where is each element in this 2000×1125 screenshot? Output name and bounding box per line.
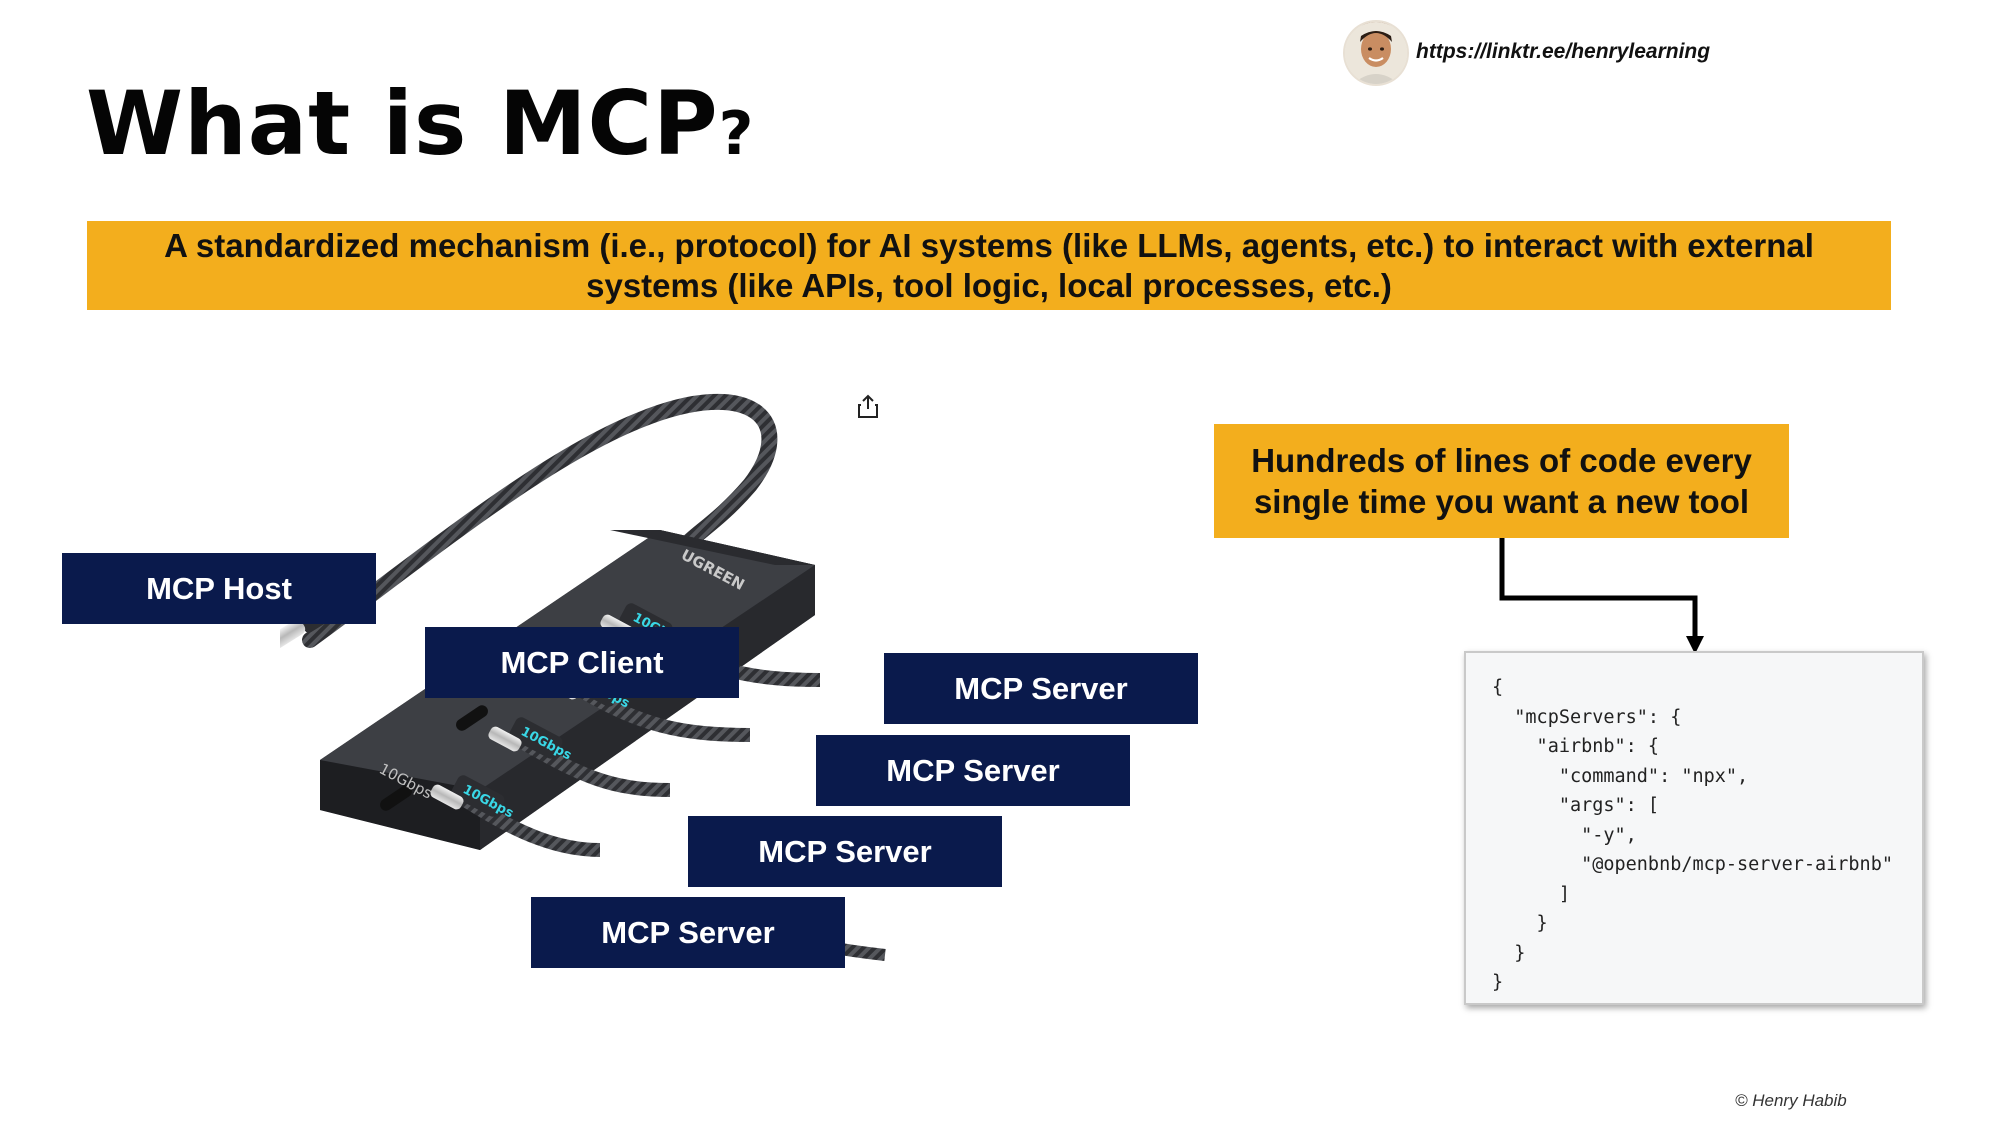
code-line: "mcpServers": {	[1492, 706, 1682, 728]
mcp-server-label-1: MCP Server	[884, 653, 1198, 724]
title-main: What is MCP	[86, 72, 719, 175]
mcp-server-label-3: MCP Server	[688, 816, 1002, 887]
definition-banner: A standardized mechanism (i.e., protocol…	[87, 221, 1891, 310]
share-icon[interactable]	[856, 393, 880, 419]
code-line: }	[1492, 942, 1526, 964]
code-burden-callout: Hundreds of lines of code every single t…	[1214, 424, 1789, 538]
copyright-text: © Henry Habib	[1735, 1091, 1847, 1110]
page-title: What is MCP?	[86, 80, 754, 168]
callout-arrow	[1499, 538, 1704, 654]
code-line: "-y",	[1492, 824, 1637, 846]
code-line: "airbnb": {	[1492, 736, 1660, 757]
code-line: ]	[1492, 883, 1570, 905]
author-avatar	[1345, 22, 1407, 84]
code-line: "command": "npx",	[1492, 765, 1749, 787]
code-line: }	[1492, 972, 1504, 993]
code-line: {	[1492, 677, 1504, 698]
mcp-server-label-2: MCP Server	[816, 735, 1130, 806]
linktree-link[interactable]: https://linktr.ee/henrylearning	[1416, 40, 1711, 63]
code-line: "args": [	[1492, 795, 1660, 816]
code-block: { "mcpServers": { "airbnb": { "command":…	[1492, 673, 1922, 998]
mcp-host-label: MCP Host	[62, 553, 376, 624]
title-question-mark: ?	[718, 99, 755, 169]
callout-line-2: single time you want a new tool	[1253, 483, 1750, 520]
mcp-config-code-panel: { "mcpServers": { "airbnb": { "command":…	[1464, 651, 1924, 1005]
mcp-client-label: MCP Client	[425, 627, 739, 698]
code-line: }	[1492, 913, 1548, 934]
code-line: "@openbnb/mcp-server-airbnb"	[1492, 854, 1893, 875]
mcp-server-label-4: MCP Server	[531, 897, 845, 968]
callout-line-1: Hundreds of lines of code every	[1251, 442, 1752, 479]
